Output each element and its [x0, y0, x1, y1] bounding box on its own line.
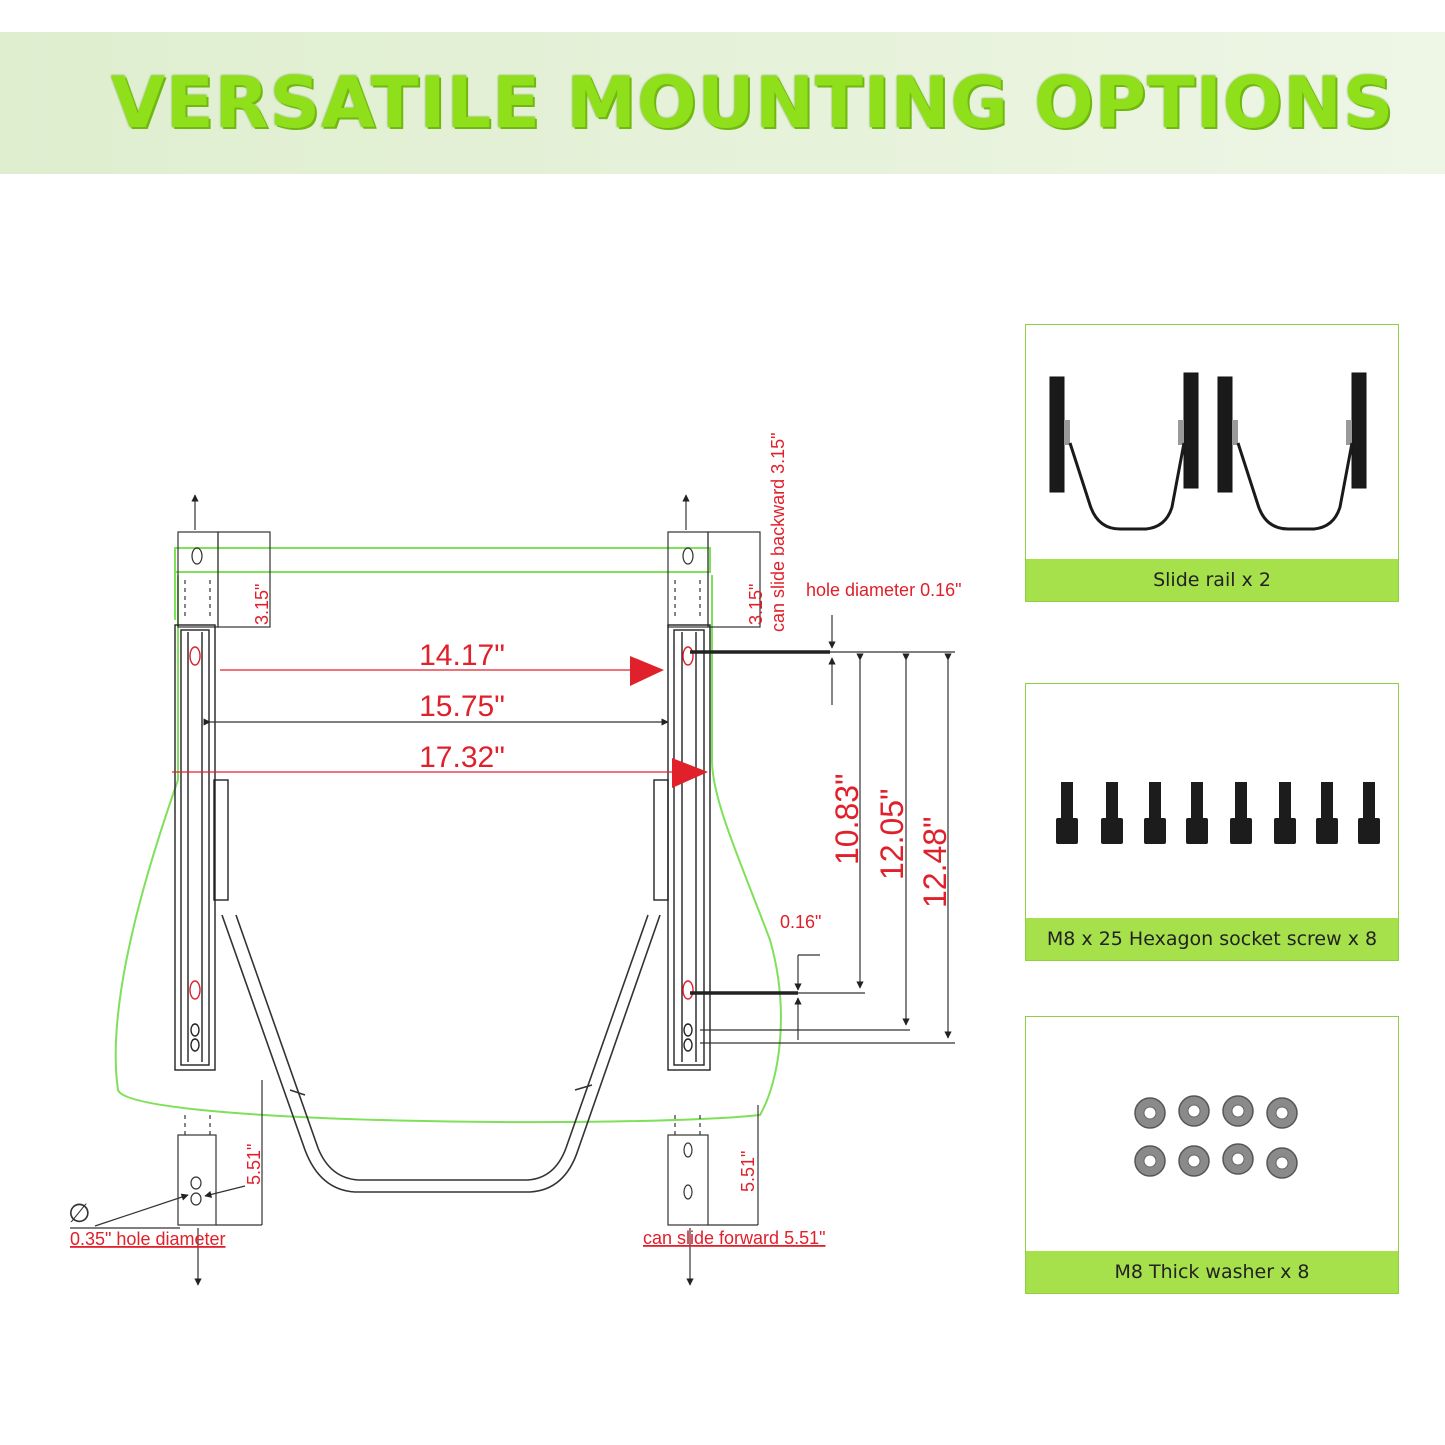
- part-label-slide-rail: Slide rail x 2: [1026, 559, 1398, 601]
- part-card-screws: M8 x 25 Hexagon socket screw x 8: [1025, 683, 1399, 961]
- offset-5-51-right-label: 5.51": [738, 1151, 758, 1192]
- top-extensions: [177, 494, 761, 628]
- dim-10-83-label: 10.83": [829, 774, 865, 865]
- dim-12-05-label: 12.05": [874, 789, 910, 880]
- title-banner: VERSATILE MOUNTING OPTIONS: [0, 32, 1445, 174]
- offset-5-51-left-label: 5.51": [244, 1144, 264, 1185]
- part-label-washers: M8 Thick washer x 8: [1026, 1251, 1398, 1293]
- slide-rail-icon: [1049, 372, 1367, 531]
- mounting-diagram: 14.17" 15.75" 17.32" 10.83" 12.05" 12.48…: [68, 432, 962, 1286]
- length-dimensions: [690, 615, 955, 1044]
- hole-callout: [70, 1185, 246, 1229]
- left-rail: [174, 624, 229, 1071]
- page-title: VERSATILE MOUNTING OPTIONS: [110, 62, 1395, 144]
- slide-forward-label: can slide forward 5.51": [643, 1228, 826, 1248]
- seat-outline: [114, 547, 782, 1124]
- bottom-extensions: [177, 1080, 759, 1286]
- dim-17-32-label: 17.32": [419, 741, 505, 774]
- dim-12-48-label: 12.48": [917, 817, 953, 908]
- offset-3-15-left-label: 3.15": [252, 584, 272, 625]
- part-label-screws: M8 x 25 Hexagon socket screw x 8: [1026, 918, 1398, 960]
- right-rail: [653, 624, 711, 1071]
- offset-3-15-right-label: 3.15": [746, 584, 766, 625]
- phi-symbol: ∅: [68, 1199, 91, 1229]
- screw-icon: [1056, 782, 1380, 844]
- dim-15-75-label: 15.75": [419, 690, 505, 723]
- hole-small-label: 0.16": [780, 912, 821, 932]
- slide-backward-label: can slide backward 3.15": [768, 432, 788, 632]
- part-card-slide-rail: Slide rail x 2: [1025, 324, 1399, 602]
- washer-icon: [1134, 1095, 1298, 1179]
- hole-diameter-top-label: hole diameter 0.16": [806, 580, 962, 600]
- handle-bar: [221, 914, 661, 1193]
- dim-14-17-label: 14.17": [419, 639, 505, 672]
- part-card-washers: M8 Thick washer x 8: [1025, 1016, 1399, 1294]
- hole-diameter-bottom-label: 0.35" hole diameter: [70, 1229, 226, 1249]
- width-dimensions: [172, 656, 708, 788]
